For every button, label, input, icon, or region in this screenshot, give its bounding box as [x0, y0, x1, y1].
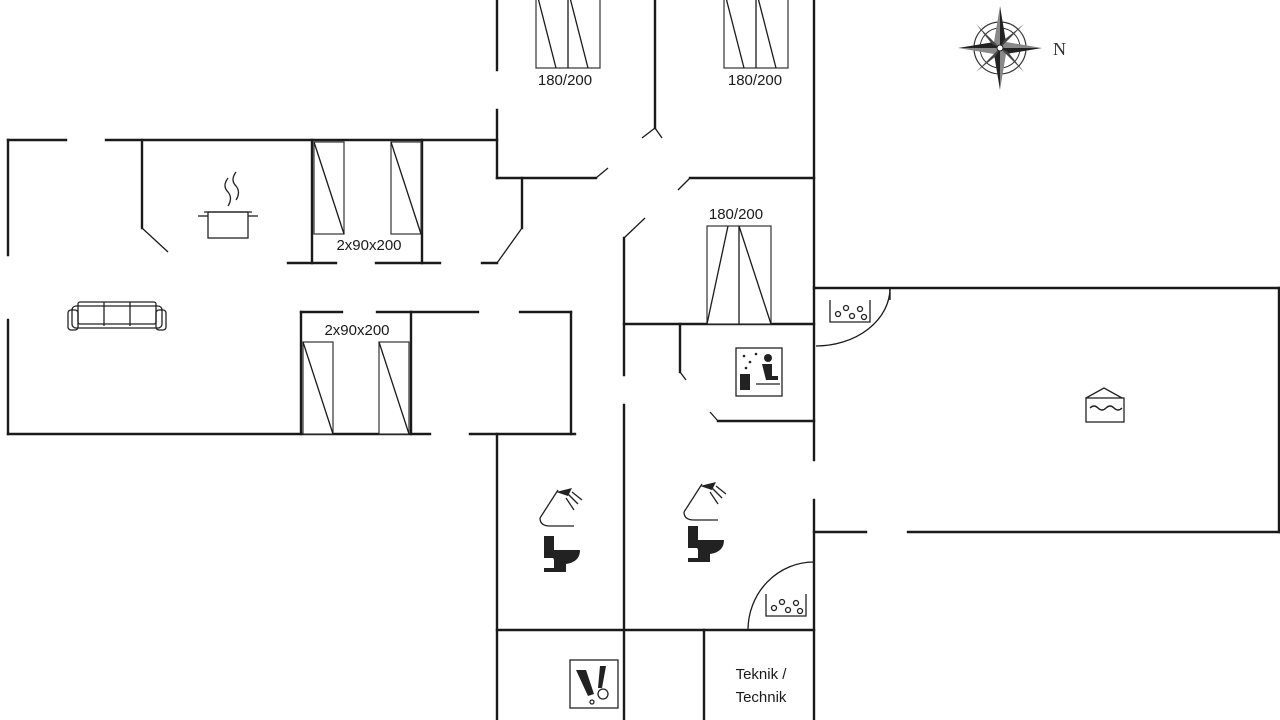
washing-machine-icon [569, 659, 619, 709]
toilet-icon [688, 526, 724, 562]
shower-icon [683, 482, 727, 521]
bed-label-top-left: 180/200 [538, 72, 592, 89]
compass-rose-icon [958, 6, 1042, 90]
compass-north-label: N [1053, 39, 1066, 59]
toilet-icon [544, 536, 580, 572]
twin-beds-living-side [302, 341, 410, 435]
double-bed-top-left [535, 0, 601, 69]
sauna-icon [735, 347, 783, 397]
spa-icon [765, 594, 807, 617]
shower-icon [539, 488, 583, 527]
bed-label-top-right: 180/200 [728, 72, 782, 89]
labels: 180/200 180/200 180/200 2x90x200 2x90x20… [324, 72, 787, 706]
bed-label-living-side: 2x90x200 [324, 322, 389, 339]
beds [302, 0, 789, 435]
double-bed-top-right [723, 0, 789, 69]
technik-label-line2: Technik [736, 689, 787, 706]
cooking-pot-icon [198, 171, 258, 239]
technik-label-line1: Teknik / [736, 666, 788, 683]
twin-beds-kitchen-side [313, 141, 422, 235]
double-bed-middle-right [706, 225, 772, 325]
sofa-icon [67, 301, 167, 331]
spa-icon [829, 300, 871, 323]
walls [6, 0, 1280, 720]
bed-label-kitchen-side: 2x90x200 [336, 237, 401, 254]
door-swings [747, 287, 891, 631]
pool-icon [1085, 387, 1125, 423]
bed-label-middle-right: 180/200 [709, 206, 763, 223]
